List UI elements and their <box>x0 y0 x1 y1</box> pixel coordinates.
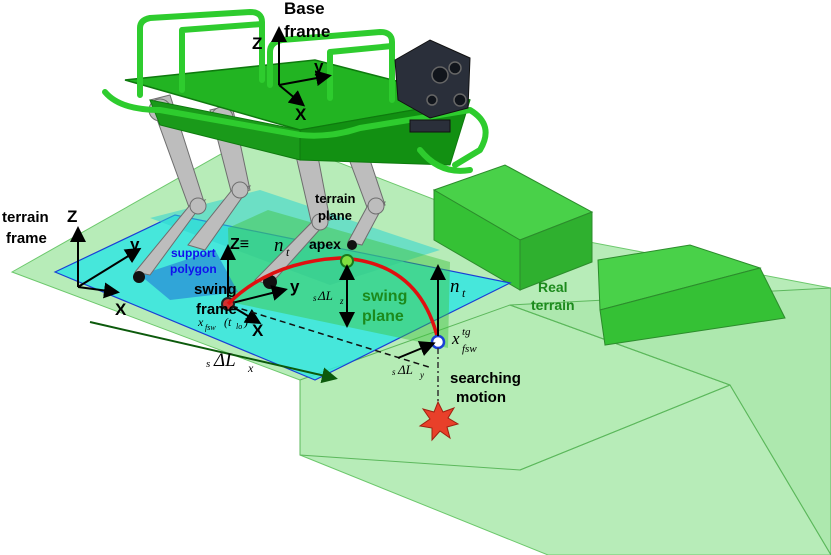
searching-motion-label-line1: searching <box>450 370 521 387</box>
terrain-box-2 <box>597 244 786 346</box>
target-x-label: x <box>451 329 460 348</box>
terrain-y-label: y <box>130 235 140 254</box>
delta-lx-label: ΔL <box>213 350 236 371</box>
terrain-x-label: X <box>115 300 127 319</box>
delta-lz-label: ΔL <box>317 288 333 303</box>
target-n-sub: t <box>462 286 466 300</box>
target-n-label: n <box>450 276 460 297</box>
real-terrain <box>10 131 831 555</box>
base-y-label: y <box>314 57 324 76</box>
delta-ly-arrow <box>397 341 436 359</box>
swing-plane-label-line2: plane <box>362 308 404 325</box>
target-x-sub: fsw <box>462 343 477 355</box>
swing-frame-label-line1: swing <box>194 281 237 298</box>
delta-ly-label: ΔL <box>397 362 413 377</box>
support-dark-wedge <box>140 250 238 300</box>
terrain-plane-label-line1: terrain <box>315 191 356 206</box>
swing-y-label: y <box>290 277 300 296</box>
delta-ly-pre: s <box>392 367 396 377</box>
terrain-frame-label-line1: terrain <box>2 209 49 226</box>
delta-lx-pre: s <box>206 358 210 370</box>
searching-motion-label-line2: motion <box>456 389 506 406</box>
delta-ly-sub: y <box>419 370 424 380</box>
target-x-sup: tg <box>462 326 471 338</box>
support-polygon-label-line2: polygon <box>170 262 217 276</box>
target-foothold <box>430 334 446 350</box>
delta-lx-sub: x <box>247 361 254 375</box>
swing-trajectory <box>226 256 440 341</box>
terrain-edge <box>509 304 731 386</box>
liftoff-x-arg: (t <box>224 315 232 329</box>
real-terrain-label-line1: Real <box>538 279 568 295</box>
liftoff-x-label: x <box>197 315 204 329</box>
base-z-label: Z <box>252 34 262 53</box>
base-frame: Z y X Base frame <box>252 0 332 124</box>
base-x-label: X <box>295 105 307 124</box>
searching-star-icon <box>418 400 460 442</box>
delta-lz-pre: s <box>313 293 317 303</box>
swing-frame-label-line2: frame <box>196 301 237 318</box>
terrain-frame: terrain Z frame y X <box>2 207 142 319</box>
swing-n-sub: t <box>286 245 290 259</box>
support-polygon-label-line1: support <box>171 246 216 260</box>
swing-z-equiv-label: Z≡ <box>230 236 249 253</box>
liftoff-x-close: ) <box>243 315 248 329</box>
foot-rf <box>347 240 357 250</box>
base-frame-label-line1: Base <box>284 0 325 18</box>
terrain-box-1 <box>432 164 594 291</box>
liftoff-x-sub: fsw <box>205 323 216 332</box>
swing-n-label: n <box>274 235 284 256</box>
real-terrain-label-line2: terrain <box>531 297 575 313</box>
terrain-frame-label-line2: frame <box>6 230 47 247</box>
robot-head-sensor <box>394 39 471 133</box>
foot-lf <box>133 271 145 283</box>
base-frame-label-line2: frame <box>284 22 330 41</box>
apex-point <box>340 254 354 268</box>
swing-x-label: X <box>252 321 264 340</box>
delta-lz-sub: z <box>339 296 344 306</box>
terrain-plane-label-line2: plane <box>318 208 352 223</box>
delta-lx-arrow <box>89 321 338 384</box>
terrain-edge <box>519 384 731 471</box>
terrain-z-label: Z <box>67 207 77 226</box>
swing-plane-label-line1: swing <box>362 288 407 305</box>
terrain-edge <box>729 384 831 555</box>
liftoff-x-arg-sub: lo <box>236 322 242 331</box>
apex-label: apex <box>309 236 341 252</box>
